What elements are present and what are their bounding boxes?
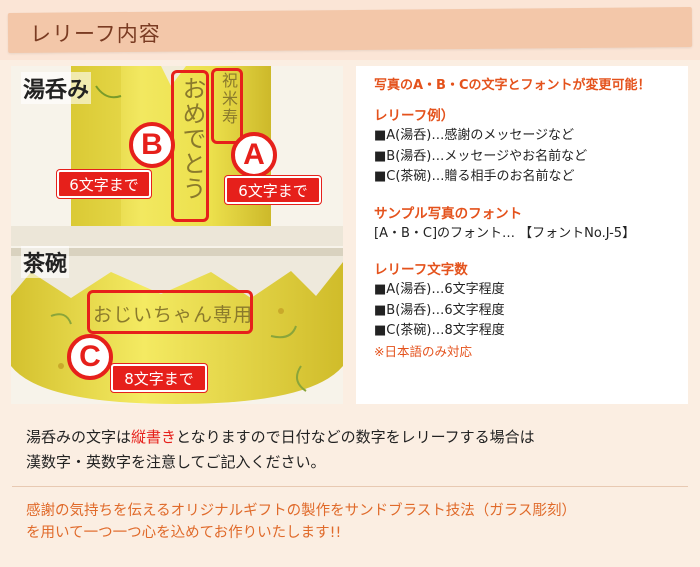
- engraving-a-box: [211, 68, 243, 144]
- yunomi-label: 湯呑み: [21, 72, 92, 104]
- font-title: サンプル写真のフォント: [374, 205, 523, 222]
- divider: [12, 486, 688, 487]
- count-line-c: ■C(茶碗)…8文字程度: [374, 323, 505, 338]
- closing-line-1: 感謝の気持ちを伝えるオリジナルギフトの製作をサンドブラスト技法（ガラス彫刻）: [26, 503, 576, 519]
- example-line-b: ■B(湯呑)…メッセージやお名前など: [374, 148, 588, 164]
- count-title: レリーフ文字数: [374, 262, 468, 278]
- engraving-c-text: おじいちゃん専用: [93, 304, 254, 326]
- marker-a: A: [231, 132, 277, 178]
- font-line: [A・B・C]のフォント… 【フォントNo.J-5】: [374, 225, 636, 241]
- closing-message: 感謝の気持ちを伝えるオリジナルギフトの製作をサンドブラスト技法（ガラス彫刻） を…: [26, 500, 686, 544]
- example-line-a: ■A(湯呑)…感謝のメッセージなど: [374, 128, 575, 143]
- marker-c: C: [67, 334, 113, 380]
- product-photo: 湯呑み 茶碗 祝米寿 おめでとう おじいちゃん専用 A B C 6文字まで 6文…: [11, 66, 343, 404]
- vertical-text-notice: 湯呑みの文字は縦書きとなりますので日付などの数字をレリーフする場合は 漢数字・英…: [26, 425, 686, 475]
- notice-text-cont: となりますので日付などの数字をレリーフする場合は: [176, 428, 535, 446]
- closing-line-2: を用いて一つ一つ心を込めてお作りいたします!!: [26, 525, 342, 541]
- notice-line-2: 漢数字・英数字を注意してご記入ください。: [26, 453, 326, 471]
- count-note: ※日本語のみ対応: [374, 343, 472, 359]
- marker-b: B: [129, 122, 175, 168]
- notice-line-1: 湯呑みの文字は縦書きとなりますので日付などの数字をレリーフする場合は: [26, 425, 686, 450]
- notice-emphasis: 縦書き: [131, 428, 177, 446]
- info-panel: 写真のA・B・Cの文字とフォントが変更可能！ レリーフ例） ■A(湯呑)…感謝の…: [356, 66, 688, 404]
- engraving-a-text: 祝米寿: [219, 72, 238, 126]
- info-headline: 写真のA・B・Cの文字とフォントが変更可能！: [374, 78, 651, 93]
- example-line-c: ■C(茶碗)…贈る相手のお名前など: [374, 169, 575, 184]
- section-title: レリーフ内容: [30, 22, 161, 46]
- engraving-c-box: [87, 290, 253, 334]
- chawan-label: 茶碗: [21, 246, 70, 278]
- count-line-b: ■B(湯呑)…6文字程度: [374, 302, 505, 318]
- notice-text: 湯呑みの文字は: [26, 428, 132, 446]
- header-bar: レリーフ内容: [0, 0, 700, 60]
- tag-a: 6文字まで: [225, 176, 321, 204]
- example-title: レリーフ例）: [374, 108, 455, 124]
- engraving-b-text: おめでとう: [178, 76, 206, 201]
- tag-c: 8文字まで: [111, 364, 207, 392]
- count-line-a: ■A(湯呑)…6文字程度: [374, 282, 505, 297]
- tag-b: 6文字まで: [57, 170, 151, 198]
